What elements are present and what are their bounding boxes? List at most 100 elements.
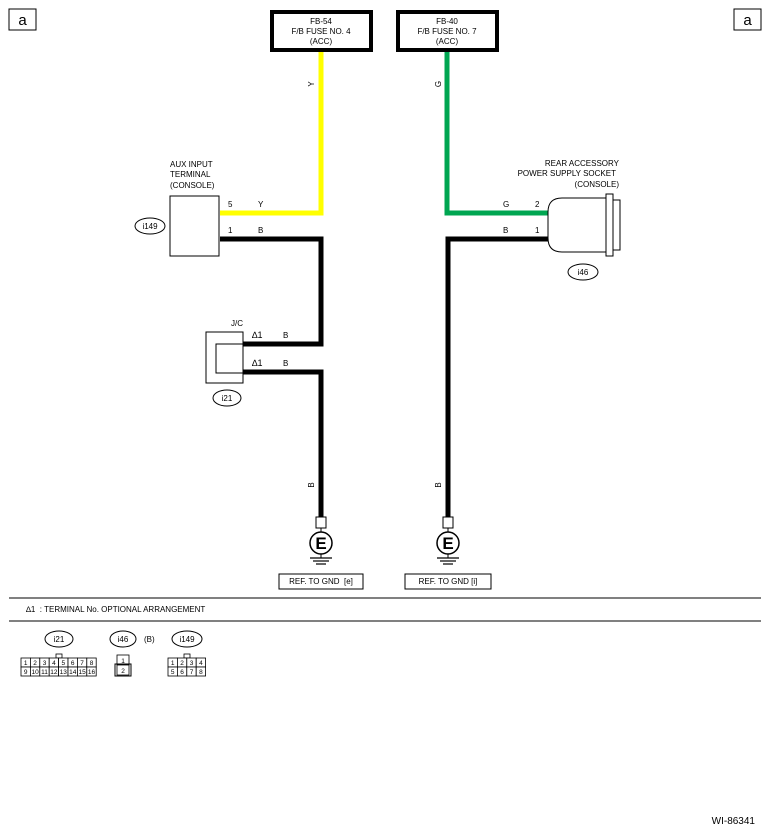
pin-i21-6: 6	[71, 660, 75, 667]
pin-i21-2: 2	[33, 660, 37, 667]
aux-title-3: (CONSOLE)	[170, 181, 215, 190]
pin-i21-11: 11	[41, 669, 48, 676]
connector-tag-i46	[567, 263, 599, 281]
pin-i149-5: 5	[171, 669, 175, 676]
wire-yellow	[220, 52, 324, 216]
connector-tag-i21	[212, 389, 242, 407]
pin-i21-9: 9	[24, 669, 28, 676]
fuse-box-left	[270, 10, 373, 52]
pin-i21-16-cell	[86, 666, 97, 677]
legend-i46-grid: 12	[114, 654, 132, 677]
ground-left-symbol: E	[315, 534, 326, 553]
jc-wire-b-2: B	[283, 359, 288, 368]
pin-i21-15: 15	[78, 669, 86, 676]
pin-i21-8: 8	[90, 660, 94, 667]
pin-i149-2: 2	[180, 660, 184, 667]
page-marker-right-box	[733, 8, 762, 31]
ground-right: E REF. TO GND [i]	[404, 516, 492, 590]
ground-left: E REF. TO GND [e]	[278, 516, 364, 590]
page-marker-left: a	[18, 12, 27, 29]
legend-tag-i46-label: i46	[118, 635, 129, 644]
fuse-right-mode: (ACC)	[436, 37, 459, 46]
pin-i21-13: 13	[60, 669, 68, 676]
legend-tag-i21	[44, 630, 74, 648]
jc-inner-box	[215, 343, 244, 374]
pin-i149-8: 8	[199, 669, 203, 676]
pin-i149-7: 7	[190, 669, 194, 676]
power-socket-flange	[605, 193, 614, 257]
ground-right-symbol: E	[442, 534, 453, 553]
pin-i149-4: 4	[199, 660, 203, 667]
pin-i21-3: 3	[43, 660, 47, 667]
aux-wire-b: B	[258, 226, 263, 235]
pin-i21-14: 14	[69, 669, 77, 676]
pin-i149-1: 1	[171, 660, 175, 667]
fuse-left-mode: (ACC)	[310, 37, 333, 46]
pin-i149-3: 3	[190, 660, 194, 667]
legend-i21-key	[55, 653, 63, 659]
legend-tag-i149	[171, 630, 203, 648]
page-marker-left-box	[8, 8, 37, 31]
diagram-id: WI-86341	[712, 816, 756, 827]
page-marker-right: a	[743, 12, 752, 29]
legend-tag-i21-label: i21	[54, 635, 65, 644]
connector-tag-i21-label: i21	[222, 394, 233, 403]
fuse-left-id: FB-54	[310, 17, 332, 26]
aux-title-1: AUX INPUT	[170, 160, 213, 169]
fuse-box-right	[396, 10, 499, 52]
ground-left-ref-box	[278, 573, 364, 590]
wire-label-b-right: B	[434, 482, 443, 487]
aux-title-2: TERMINAL	[170, 170, 211, 179]
socket-pin-2: 2	[535, 200, 540, 209]
pin-i21-1: 1	[24, 660, 28, 667]
pin-i149-6: 6	[180, 669, 184, 676]
fuse-right-id: FB-40	[436, 17, 458, 26]
pin-i149-8-cell	[195, 666, 206, 677]
ground-right-lug	[442, 516, 454, 529]
aux-pin-5: 5	[228, 200, 233, 209]
power-socket-cap	[612, 199, 621, 251]
wire-black-socket-to-ground	[445, 236, 548, 517]
ground-right-ref-box	[404, 573, 492, 590]
legend-tag-i46	[109, 630, 137, 648]
socket-title-2: POWER SUPPLY SOCKET	[518, 169, 617, 178]
wire-green	[444, 52, 548, 216]
ground-right-ref: REF. TO GND [i]	[419, 577, 478, 586]
pin-i21-16: 16	[88, 669, 96, 676]
pin-i46-2-cell	[116, 664, 130, 676]
socket-pin-1: 1	[535, 226, 540, 235]
fuse-right-name: F/B FUSE NO. 7	[417, 27, 477, 36]
ground-left-lug	[315, 516, 327, 529]
jc-label: J/C	[231, 319, 243, 328]
pin-i21-12: 12	[50, 669, 58, 676]
pin-i21-7: 7	[80, 660, 84, 667]
wire-black-jc-to-ground	[243, 369, 324, 517]
jc-pin-2: ∆1	[252, 358, 263, 368]
pin-i21-4: 4	[52, 660, 56, 667]
socket-wire-b: B	[503, 226, 508, 235]
aux-terminal-box	[169, 195, 220, 257]
pin-i46-frame	[114, 663, 132, 677]
legend-i46-suffix: (B)	[144, 635, 155, 644]
socket-title-3: (CONSOLE)	[575, 180, 620, 189]
pin-i46-1: 1	[121, 658, 125, 665]
connector-tag-i149	[134, 217, 166, 235]
connector-tag-i46-label: i46	[578, 268, 589, 277]
wire-label-g: G	[434, 81, 443, 87]
socket-wire-g: G	[503, 200, 509, 209]
wire-label-b-left: B	[307, 482, 316, 487]
pin-i21-10: 10	[31, 669, 39, 676]
ground-left-ref: REF. TO GND [e]	[289, 577, 353, 586]
jc-pin-1: ∆1	[252, 330, 263, 340]
wire-label-y: Y	[307, 81, 316, 87]
pin-i46-2: 2	[121, 668, 125, 675]
aux-pin-1: 1	[228, 226, 233, 235]
legend-i149-key	[183, 653, 191, 659]
legend-tag-i149-label: i149	[179, 635, 195, 644]
wire-black-aux-to-jc	[220, 236, 324, 347]
power-socket-body	[547, 197, 607, 253]
aux-wire-y: Y	[258, 200, 264, 209]
